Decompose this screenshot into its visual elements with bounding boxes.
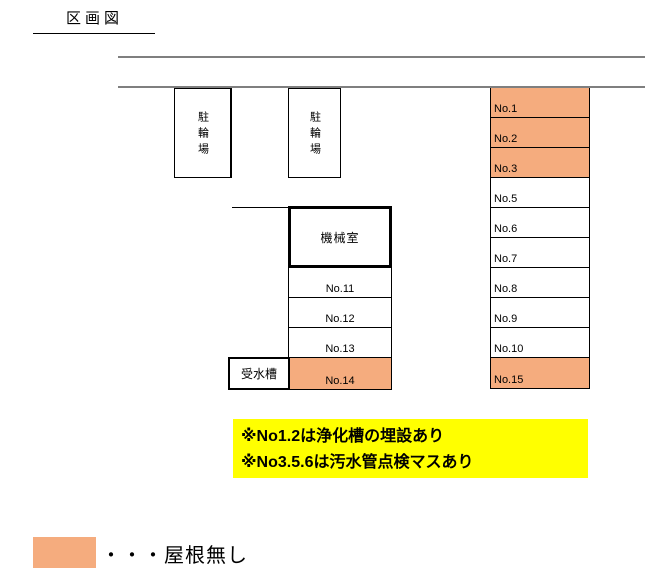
parcel-label: No.7 [494, 253, 518, 265]
road-line-bottom [118, 86, 645, 88]
machine-room-box: 機械室 [288, 206, 392, 268]
parcel-label: No.12 [325, 313, 355, 325]
parcel-label: No.15 [494, 374, 524, 386]
parcel-cell: No.11 [289, 268, 391, 298]
machine-room-label: 機械室 [320, 230, 360, 245]
parcel-cell: No.8 [491, 268, 589, 298]
note-box: ※No1.2は浄化槽の埋設あり ※No3.5.6は汚水管点検マスあり [233, 419, 588, 478]
parcel-label: No.5 [494, 193, 518, 205]
machine-room-stub-line [232, 207, 289, 208]
water-tank-label: 受水槽 [240, 367, 277, 381]
parcel-label: No.14 [325, 375, 355, 387]
parcel-cell: No.3 [491, 148, 589, 178]
legend-no-roof-swatch [33, 537, 96, 568]
note-line-2: ※No3.5.6は汚水管点検マスあり [241, 454, 474, 471]
parcel-label: No.9 [494, 313, 518, 325]
parcel-cell: No.10 [491, 328, 589, 358]
parcel-label: No.10 [494, 343, 524, 355]
parcel-label: No.13 [325, 343, 355, 355]
title-underline [33, 33, 155, 34]
parcel-cell: No.1 [491, 88, 589, 118]
bike-parking-left-label: 駐輪場 [196, 111, 209, 159]
parcel-label: No.1 [494, 103, 518, 115]
note-line-1: ※No1.2は浄化槽の埋設あり [241, 428, 445, 445]
parcel-cell: No.7 [491, 238, 589, 268]
parcel-cell: No.13 [289, 328, 391, 358]
parcel-label: No.11 [325, 283, 355, 295]
parcel-cell: No.15 [491, 358, 589, 388]
bike-parking-right-label: 駐輪場 [308, 111, 321, 159]
parcel-cell: No.6 [491, 208, 589, 238]
parcel-cell: No.14 [289, 358, 391, 389]
road-line-top [118, 56, 645, 58]
water-tank-box: 受水槽 [228, 357, 290, 390]
page-title: 区画図 [66, 10, 124, 27]
legend-no-roof-label: ・・・屋根無し [101, 545, 248, 567]
parcel-label: No.3 [494, 163, 518, 175]
parcel-label: No.6 [494, 223, 518, 235]
parcel-label: No.8 [494, 283, 518, 295]
parcel-label: No.2 [494, 133, 518, 145]
bike-parking-left-box: 駐輪場 [174, 88, 232, 178]
parcel-cell: No.5 [491, 178, 589, 208]
parcel-cell: No.2 [491, 118, 589, 148]
parcel-cell: No.12 [289, 298, 391, 328]
parcel-cell: No.9 [491, 298, 589, 328]
bike-parking-right-box: 駐輪場 [288, 88, 341, 178]
